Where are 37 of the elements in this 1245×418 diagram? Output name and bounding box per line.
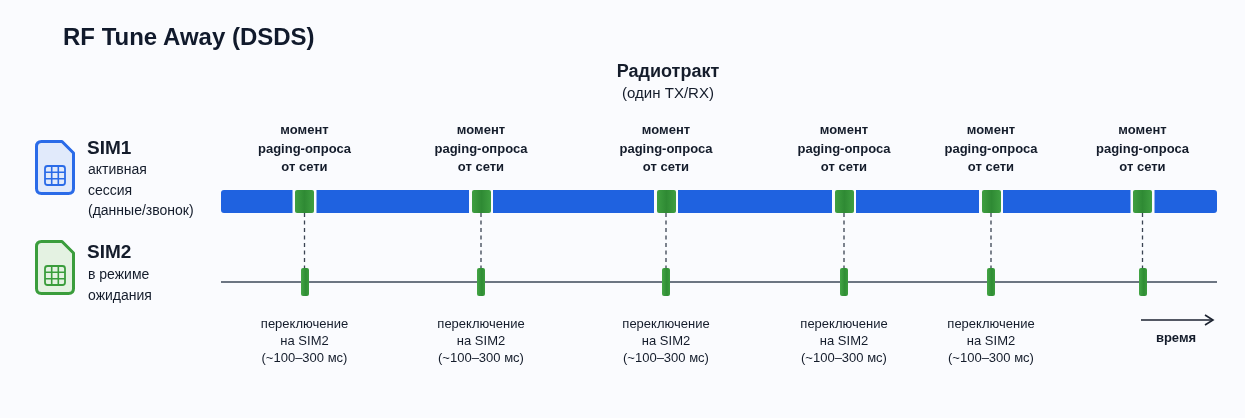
paging-slot	[1133, 190, 1152, 213]
paging-caption: момент paging-опроса от сети	[1095, 121, 1190, 176]
paging-caption: момент paging-опроса от сети	[619, 121, 713, 176]
paging-slot	[471, 190, 491, 213]
switch-caption: переключение на SIM2 (~100–300 мс)	[437, 315, 525, 366]
axis-label: время	[1155, 329, 1197, 347]
dashed-connector	[303, 212, 306, 269]
paging-caption: момент paging-опроса от сети	[944, 121, 1038, 176]
tune-away-slot	[477, 268, 485, 296]
section-subheading: (один TX/RX)	[622, 83, 714, 102]
tune-away-slot	[300, 268, 309, 296]
paging-slot	[981, 190, 1001, 213]
dashed-connector	[480, 212, 482, 269]
switch-caption: переключение на SIM2 (~100–300 мс)	[260, 315, 349, 366]
paging-caption: момент paging-опроса от сети	[797, 121, 891, 176]
sim-status: в режиме ожидания	[88, 265, 152, 305]
dashed-connector	[990, 212, 992, 269]
tune-away-slot	[1138, 268, 1147, 296]
section-heading: Радиотракт	[616, 60, 720, 82]
tune-away-slot	[662, 268, 670, 296]
paging-caption: момент paging-опроса от сети	[257, 121, 352, 176]
paging-slot	[834, 190, 854, 213]
sim-status: активная сессия (данные/звонок)	[88, 160, 194, 220]
tune-away-slot	[987, 268, 995, 296]
paging-slot	[656, 190, 676, 213]
sim-label: SIM2	[87, 241, 132, 263]
switch-caption: переключение на SIM2 (~100–300 мс)	[800, 315, 888, 366]
switch-caption: переключение на SIM2 (~100–300 мс)	[622, 315, 710, 366]
dashed-connector	[665, 212, 667, 269]
paging-slot	[295, 190, 314, 213]
dashed-connector	[843, 212, 845, 269]
switch-caption: переключение на SIM2 (~100–300 мс)	[947, 315, 1035, 366]
tune-away-slot	[840, 268, 848, 296]
dashed-connector	[1141, 212, 1144, 269]
sim-label: SIM1	[87, 137, 132, 159]
paging-caption: момент paging-опроса от сети	[434, 121, 528, 176]
diagram-title: RF Tune Away (DSDS)	[63, 22, 315, 52]
